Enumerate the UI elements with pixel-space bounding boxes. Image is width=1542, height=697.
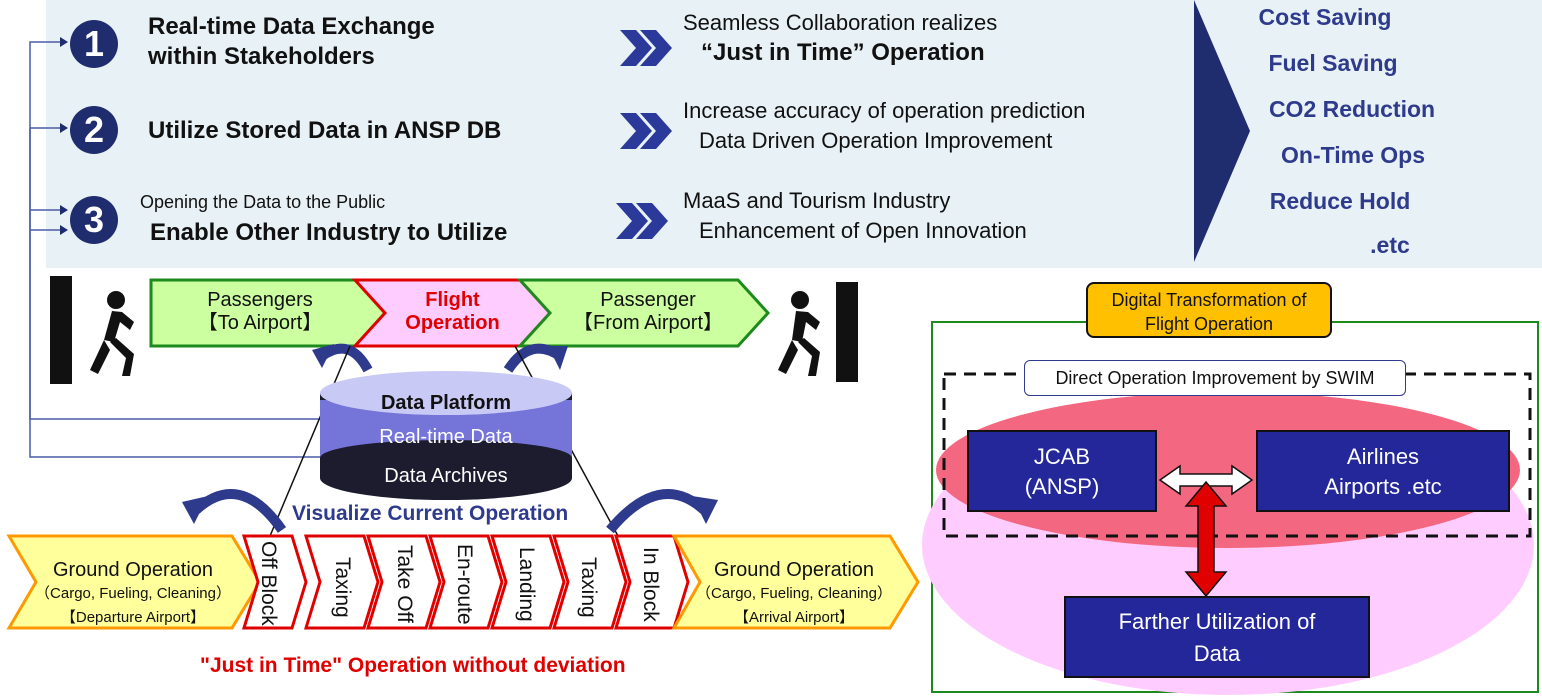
item-1-result: Seamless Collaboration realizes “Just in… (683, 10, 998, 66)
door-icon-right (836, 282, 858, 382)
big-right-arrow (1194, 0, 1250, 262)
feedback-lines (29, 41, 320, 458)
benefit-on-time-ops: On-Time Ops (1281, 142, 1425, 168)
flight-operation-label: Flight Operation (405, 289, 500, 334)
feedback-arrowheads (60, 37, 68, 235)
phase-en-route: En-route (453, 543, 476, 625)
step-number-3: 3 (70, 196, 118, 244)
jcab-box: JCAB (ANSP) (967, 430, 1157, 512)
benefit-etc: .etc (1370, 232, 1410, 258)
benefits-panel (46, 0, 1542, 268)
swim-dashed-box (942, 372, 1532, 538)
double-arrow-horizontal-icon (1158, 464, 1254, 496)
phase-take-off: Take Off (393, 545, 416, 623)
item-1-title: Real-time Data Exchange within Stakehold… (148, 13, 435, 70)
passenger-from-label: Passenger 【From Airport】 (572, 289, 724, 334)
ground-arrival-label: Ground Operation （Cargo, Fueling, Cleani… (696, 559, 892, 626)
running-person-icon-right (778, 291, 820, 376)
item-3-result: MaaS and Tourism Industry Enhancement of… (683, 188, 1027, 243)
phase-taxing-1: Taxing (331, 556, 354, 618)
step-number-2: 2 (70, 106, 118, 154)
jit-caption: "Just in Time" Operation without deviati… (200, 654, 626, 677)
running-person-icon-left (90, 291, 134, 376)
curved-arrows-bottom (192, 489, 708, 534)
benefit-cost-saving: Cost Saving (1258, 4, 1392, 30)
benefit-reduce-hold: Reduce Hold (1269, 188, 1411, 214)
swim-label-box: Direct Operation Improvement by SWIM (1024, 360, 1406, 396)
phase-in-block: In Block (639, 546, 662, 622)
chevron-passenger-from-airport (516, 278, 771, 348)
visualize-label: Visualize Current Operation (292, 502, 569, 525)
curved-arrows-top (319, 343, 563, 373)
platform-title: Data Platform (380, 392, 512, 414)
item-2-title: Utilize Stored Data in ANSP DB (148, 117, 502, 144)
chevron-ground-arrival (671, 534, 920, 630)
door-icon-left (50, 276, 72, 384)
farther-utilization-box: Farther Utilization of Data (1064, 596, 1370, 678)
phase-off-block: Off Block (257, 540, 280, 626)
item-2-result: Increase accuracy of operation predictio… (683, 98, 1086, 153)
platform-realtime: Real-time Data (379, 426, 513, 448)
passengers-to-label: Passengers 【To Airport】 (197, 289, 323, 334)
phase-taxing-2: Taxing (577, 556, 600, 618)
phase-landing: Landing (515, 546, 538, 622)
chevron-ground-departure (6, 534, 262, 630)
item-3-title: Enable Other Industry to Utilize (150, 219, 508, 246)
step-number-1: 1 (70, 20, 118, 68)
data-platform-cylinder (320, 371, 572, 500)
benefit-fuel-saving: Fuel Saving (1268, 50, 1398, 76)
dx-title-box: Digital Transformation of Flight Operati… (1086, 282, 1332, 338)
phase-chevrons (241, 534, 690, 630)
benefit-co2-reduction: CO2 Reduction (1268, 96, 1436, 122)
platform-archives: Data Archives (384, 465, 508, 487)
double-chevron-icons (616, 30, 672, 239)
airlines-box: Airlines Airports .etc (1256, 430, 1510, 512)
item-3-subtitle: Opening the Data to the Public (140, 192, 386, 212)
ground-departure-label: Ground Operation （Cargo, Fueling, Cleani… (35, 559, 231, 626)
